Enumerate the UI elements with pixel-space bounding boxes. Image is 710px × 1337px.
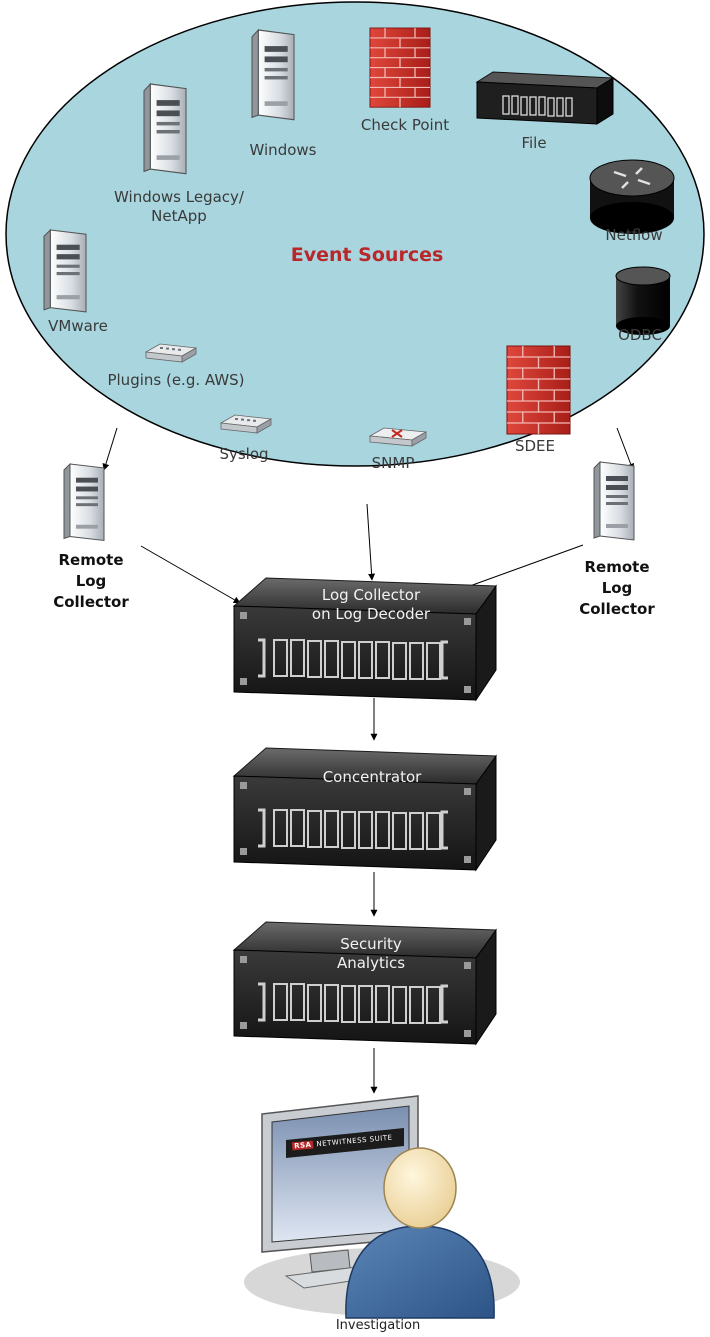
- file-label: File: [521, 134, 547, 152]
- odbc-database-icon: [615, 266, 671, 335]
- vmware-label: VMware: [48, 317, 108, 335]
- log-collector-label-line2: on Log Decoder: [311, 605, 431, 623]
- concentrator-appliance-icon: [232, 746, 498, 872]
- security-analytics-label: Security Analytics: [337, 935, 405, 973]
- remote-log-collector-left-label: Remote Log Collector: [53, 550, 129, 613]
- netflow-router-icon: [589, 159, 675, 234]
- arrow-right-collector-to-log-collector: [455, 544, 584, 593]
- windows-server-icon: [251, 29, 295, 121]
- remote-log-collector-right-server-icon: [593, 461, 635, 541]
- check-point-firewall-icon: [369, 27, 431, 108]
- windows-legacy-label: Windows Legacy/ NetApp: [114, 188, 244, 226]
- sdee-label: SDEE: [514, 437, 556, 455]
- rlc-left-line3: Collector: [53, 593, 129, 611]
- rlc-right-line3: Collector: [579, 600, 655, 618]
- arrow-left-collector-to-log-collector: [140, 545, 241, 604]
- snmp-device-icon: [368, 427, 428, 447]
- windows-legacy-server-icon: [143, 83, 187, 175]
- rlc-right-line2: Log: [601, 579, 633, 597]
- investigation-workstation-icon: [244, 1095, 520, 1319]
- investigation-label: Investigation: [335, 1318, 421, 1333]
- arrow-to-right-collector: [616, 427, 635, 471]
- event-sources-cloud: [5, 1, 705, 467]
- check-point-label: Check Point: [360, 116, 450, 134]
- syslog-label: Syslog: [219, 445, 269, 463]
- rlc-left-line2: Log: [75, 572, 107, 590]
- log-collector-label-line1: Log Collector: [321, 586, 421, 604]
- snmp-label: SNMP: [371, 454, 415, 472]
- log-collector-label: Log Collector on Log Decoder: [312, 586, 430, 624]
- rlc-right-line1: Remote: [584, 558, 650, 576]
- remote-log-collector-right-label: Remote Log Collector: [579, 557, 655, 620]
- arrow-to-left-collector: [102, 427, 118, 471]
- windows-legacy-label-line2: NetApp: [151, 207, 207, 225]
- arrow-cloud-to-log-collector: [366, 503, 376, 581]
- plugins-label: Plugins (e.g. AWS): [107, 371, 245, 389]
- vmware-server-icon: [43, 229, 87, 313]
- windows-label: Windows: [249, 141, 317, 159]
- netflow-label: Netflow: [605, 226, 663, 244]
- odbc-label: ODBC: [618, 326, 662, 344]
- event-sources-title: Event Sources: [290, 244, 444, 266]
- windows-legacy-label-line1: Windows Legacy/: [114, 188, 244, 206]
- rlc-left-line1: Remote: [58, 551, 124, 569]
- concentrator-label: Concentrator: [322, 768, 422, 786]
- security-analytics-label-line2: Analytics: [336, 954, 406, 972]
- remote-log-collector-left-server-icon: [63, 463, 105, 541]
- security-analytics-label-line1: Security: [340, 935, 402, 953]
- file-appliance-icon: [475, 71, 615, 125]
- sdee-firewall-icon: [506, 345, 571, 435]
